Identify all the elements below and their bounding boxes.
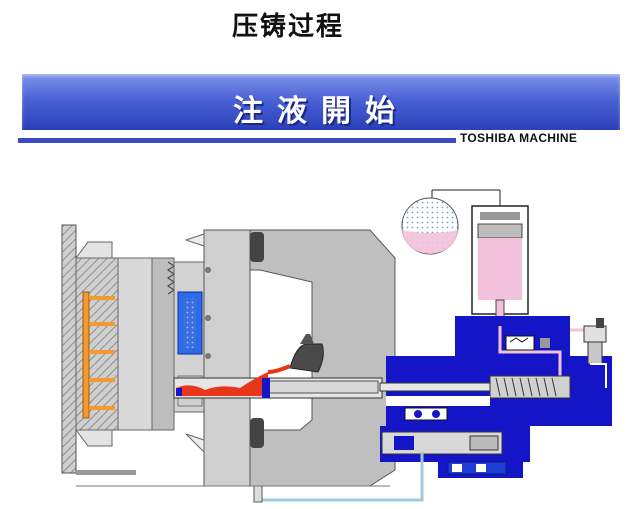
fixed-platen (184, 229, 396, 487)
ladle (267, 334, 324, 374)
banner-underline (18, 138, 456, 143)
hydraulic-block (379, 316, 612, 478)
hydraulic-cylinder (471, 205, 529, 327)
page-title: 压铸过程 (231, 12, 344, 42)
accumulator-tank (401, 189, 501, 255)
brand-label: TOSHIBA MACHINE (460, 131, 578, 145)
control-valve (570, 318, 607, 388)
shot-sleeve (173, 372, 383, 399)
moving-die (75, 241, 175, 447)
banner-title: 注液開始 (233, 94, 409, 129)
ejector-pins (82, 291, 115, 419)
title-banner: 注液開始 (22, 74, 620, 130)
